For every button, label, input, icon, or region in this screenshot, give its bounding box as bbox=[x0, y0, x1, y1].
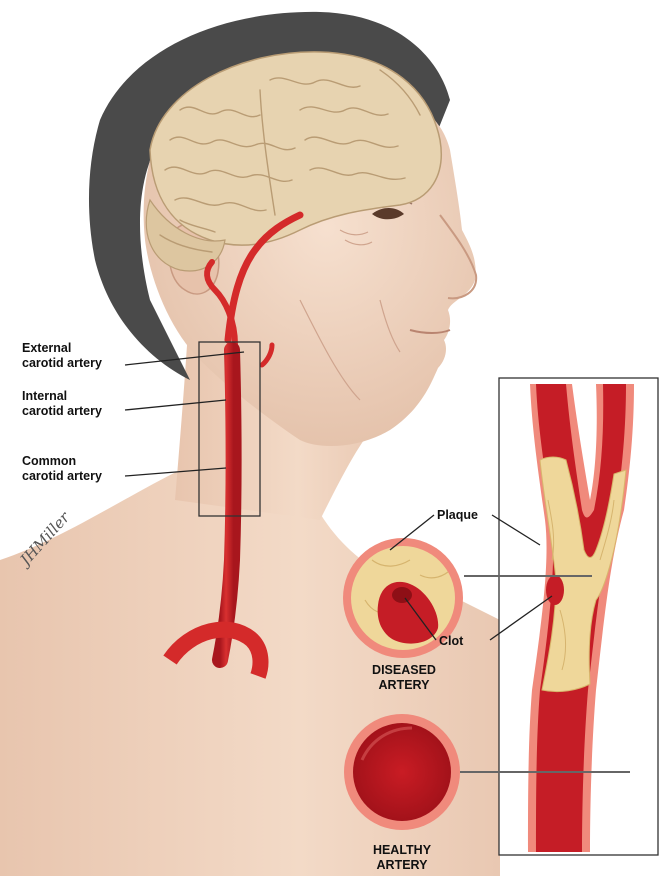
plaque-leader-1 bbox=[389, 514, 435, 551]
eye bbox=[372, 208, 404, 220]
plaque-leader-2 bbox=[491, 514, 541, 546]
brain bbox=[145, 51, 442, 272]
mouth bbox=[409, 329, 451, 334]
label-clot: Clot bbox=[439, 634, 464, 648]
label-internal-carotid: Internal carotid artery bbox=[22, 389, 102, 418]
label-common-carotid: Common carotid artery bbox=[22, 454, 102, 483]
nose bbox=[439, 214, 478, 300]
label-healthy-artery: HEALTHY ARTERY bbox=[372, 843, 432, 872]
leader-lines bbox=[124, 351, 245, 477]
clot-leader-1 bbox=[404, 597, 437, 641]
label-external-carotid: External carotid artery bbox=[22, 341, 102, 370]
label-plaque: Plaque bbox=[437, 508, 478, 522]
label-diseased-artery: DISEASED ARTERY bbox=[372, 663, 436, 692]
healthy-artery-section bbox=[344, 714, 460, 830]
diseased-artery-section bbox=[343, 538, 463, 658]
neck-zoom-box bbox=[198, 341, 261, 517]
enlarged-artery bbox=[528, 384, 634, 852]
neck-arteries bbox=[163, 211, 304, 679]
clot-leader-2 bbox=[489, 595, 553, 641]
